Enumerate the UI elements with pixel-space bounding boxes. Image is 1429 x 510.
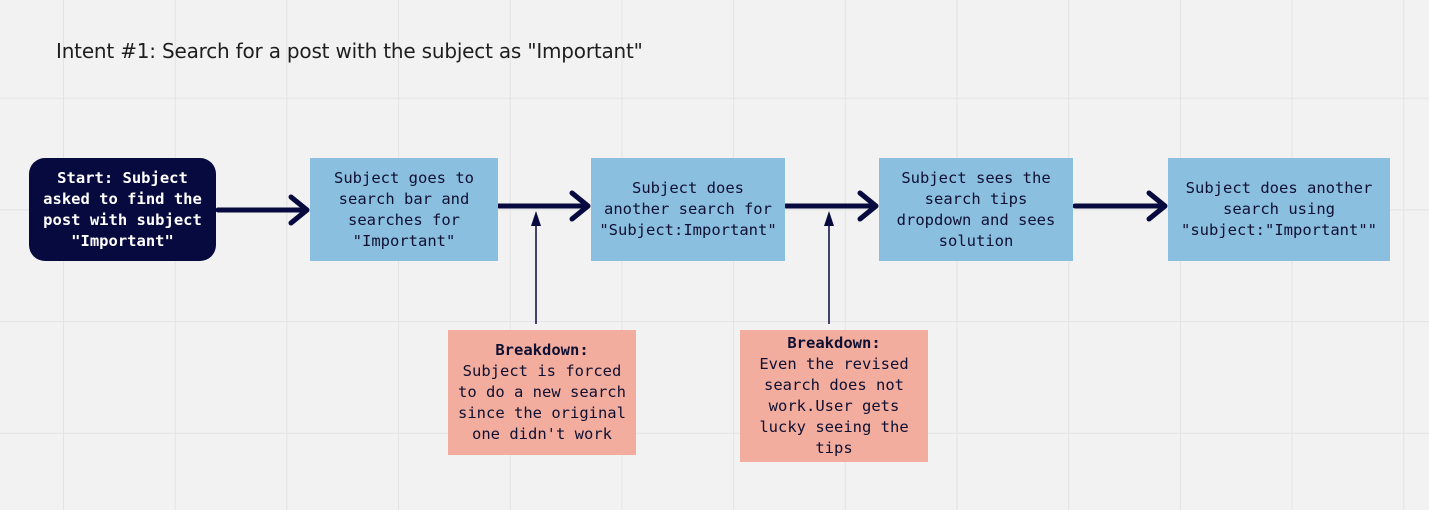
step-node-line: solution: [938, 231, 1014, 250]
step-node-line: "subject:"Important"": [1181, 221, 1377, 239]
arrow-step1-to-step2: [496, 190, 591, 222]
step-node-line: "Subject:Important": [599, 221, 777, 239]
start-node-line: asked to find the: [43, 189, 202, 208]
breakdown-note-1: Breakdown: Subject is forced to do a new…: [448, 330, 636, 455]
start-node: Start: Subject asked to find the post wi…: [29, 158, 216, 261]
step-node-line: search bar and: [338, 189, 470, 208]
start-node-line: Start: Subject: [57, 168, 188, 187]
breakdown-heading: Breakdown:: [787, 334, 881, 352]
arrow-step2-to-step3: [783, 190, 879, 222]
step-node-line: "Important": [352, 231, 456, 250]
breakdown-line: since the original: [458, 404, 626, 422]
step-node-search-important: Subject goes to search bar and searches …: [310, 158, 498, 261]
page-title: Intent #1: Search for a post with the su…: [56, 39, 643, 63]
step-node-line: Subject goes to: [334, 168, 474, 187]
breakdown-heading: Breakdown:: [495, 341, 589, 359]
step-node-line: search tips: [924, 189, 1028, 208]
arrow-start-to-step1: [215, 194, 310, 226]
step-node-search-subject-important: Subject does another search for "Subject…: [591, 158, 785, 261]
step-node-line: search using: [1223, 200, 1335, 218]
step-node-line: Subject does: [632, 179, 744, 197]
breakdown-line: lucky seeing the: [759, 418, 909, 436]
breakdown-line: one didn't work: [472, 425, 612, 443]
step-node-line: another search for: [604, 200, 772, 218]
breakdown-1-pointer: [531, 211, 541, 324]
step-node-line: Subject does another: [1185, 179, 1373, 197]
step-node-line: searches for: [348, 210, 460, 229]
breakdown-note-2: Breakdown: Even the revised search does …: [740, 330, 928, 462]
breakdown-line: tips: [815, 439, 853, 457]
step-node-search-tips: Subject sees the search tips dropdown an…: [879, 158, 1073, 261]
breakdown-2-pointer: [824, 211, 834, 324]
breakdown-line: to do a new search: [458, 383, 626, 401]
breakdown-line: search does not: [764, 376, 904, 394]
breakdown-line: Even the revised: [759, 355, 909, 373]
step-node-line: dropdown and sees: [896, 210, 1056, 229]
step-node-final-search: Subject does another search using "subje…: [1168, 158, 1390, 261]
start-node-line: post with subject: [43, 210, 202, 229]
arrow-step3-to-step4: [1072, 190, 1168, 222]
breakdown-line: work.User gets: [768, 397, 900, 415]
start-node-line: "Important": [71, 231, 174, 250]
breakdown-line: Subject is forced: [462, 362, 622, 380]
step-node-line: Subject sees the: [901, 168, 1051, 187]
